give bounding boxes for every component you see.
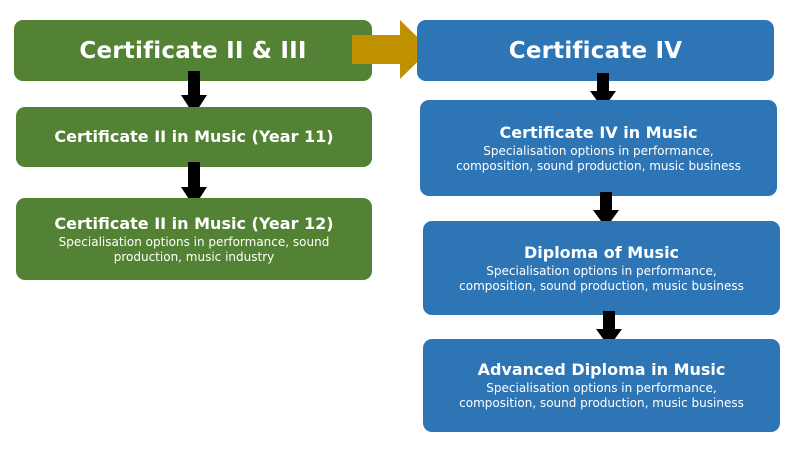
cert-ii-year-12-title: Certificate II in Music (Year 12) bbox=[54, 213, 334, 233]
cert-iv-music-box: Certificate IV in Music Specialisation o… bbox=[420, 100, 777, 196]
diploma-music-box: Diploma of Music Specialisation options … bbox=[423, 221, 780, 315]
cert-ii-year-11-box: Certificate II in Music (Year 11) bbox=[16, 107, 372, 167]
advanced-diploma-music-title: Advanced Diploma in Music bbox=[477, 360, 726, 379]
diploma-music-title: Diploma of Music bbox=[523, 242, 680, 262]
cert-ii-year-11-title: Certificate II in Music (Year 11) bbox=[54, 127, 334, 146]
down-arrow-icon bbox=[596, 311, 622, 347]
certificate-iv-header: Certificate IV bbox=[417, 20, 774, 81]
cert-iv-music-subtitle: Specialisation options in performance, c… bbox=[456, 143, 741, 173]
cert-iv-music-title: Certificate IV in Music bbox=[499, 122, 698, 142]
cert-ii-year-12-subtitle: Specialisation options in performance, s… bbox=[58, 234, 330, 264]
certificate-iv-header-label: Certificate IV bbox=[508, 37, 683, 64]
right-arrow-icon bbox=[352, 20, 430, 79]
down-arrow-icon bbox=[181, 162, 207, 207]
down-arrow-icon bbox=[181, 71, 207, 115]
certificate-ii-iii-header: Certificate II & III bbox=[14, 20, 372, 81]
advanced-diploma-music-box: Advanced Diploma in Music Specialisation… bbox=[423, 339, 780, 432]
down-arrow-icon bbox=[593, 192, 619, 228]
cert-ii-year-12-box: Certificate II in Music (Year 12) Specia… bbox=[16, 198, 372, 280]
advanced-diploma-music-subtitle: Specialisation options in performance, c… bbox=[459, 381, 744, 410]
certificate-ii-iii-header-label: Certificate II & III bbox=[79, 37, 307, 64]
diploma-music-subtitle: Specialisation options in performance, c… bbox=[459, 263, 744, 293]
